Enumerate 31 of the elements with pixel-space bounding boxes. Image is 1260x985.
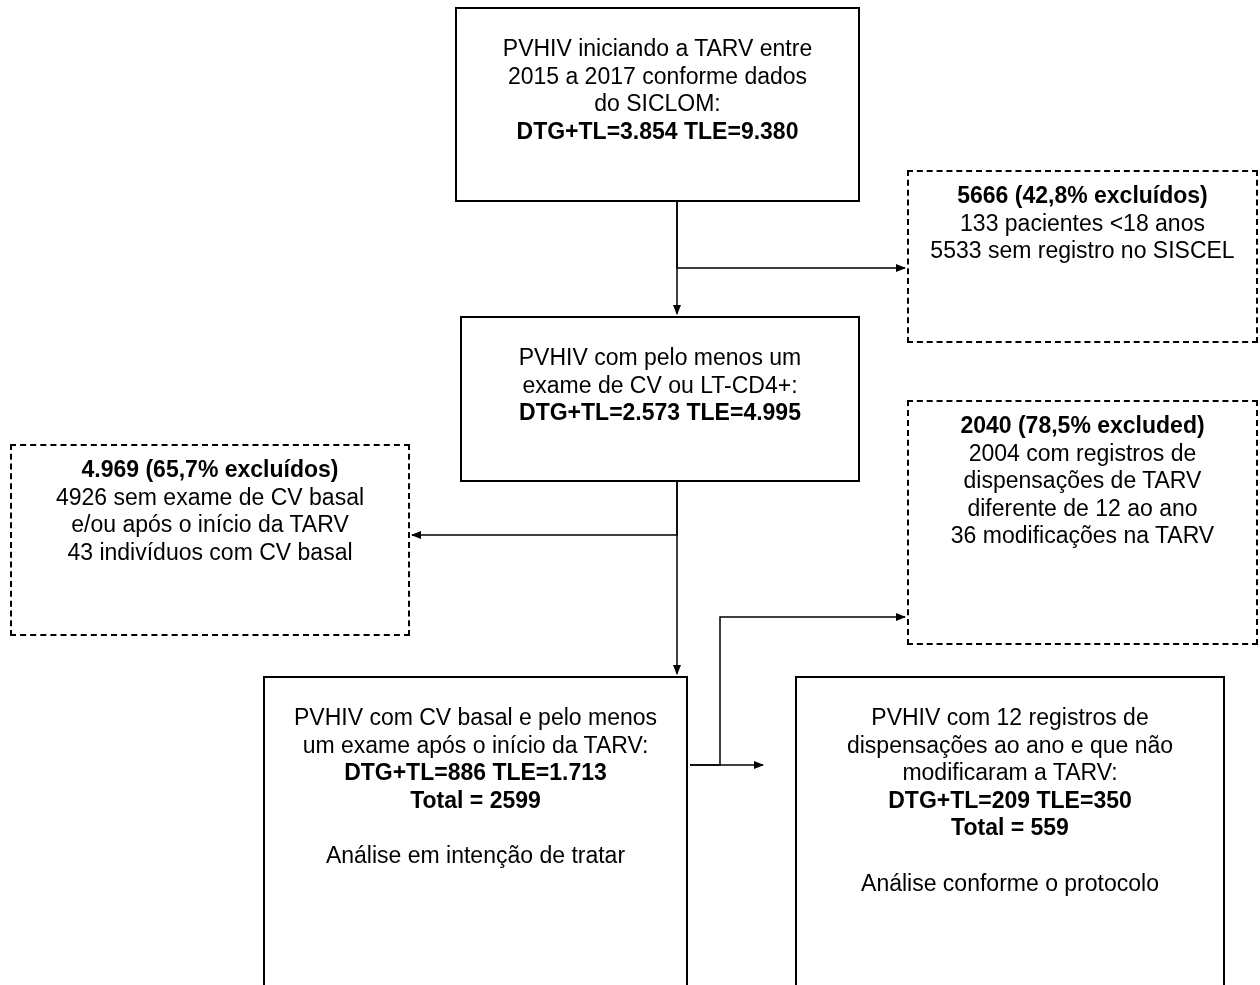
box-heading: Total = 2599 [410, 786, 541, 815]
exclusion-box [907, 170, 1258, 343]
box-heading: 4.969 (65,7% excluídos) [81, 456, 339, 484]
arrow [676, 201, 906, 272]
box-heading: DTG+TL=3.854 TLE=9.380 [516, 117, 799, 146]
box-text: 5533 sem registro no SISCEL [930, 237, 1235, 265]
arrow [411, 481, 678, 539]
arrow [689, 613, 906, 766]
process-box [460, 316, 860, 482]
process-box [795, 676, 1225, 985]
box-heading: Total = 559 [951, 814, 1069, 842]
box-text: 43 indivíduos com CV basal [67, 538, 353, 567]
box-text: PVHIV com 12 registros de dispensações ao ano e que não modificaram a TARV: [845, 704, 1175, 787]
box-text: PVHIV com CV basal e pelo menos um exame após o início da TARV: [293, 704, 658, 760]
box-heading: 5666 (42,8% excluídos) [957, 182, 1208, 210]
box-text: Análise conforme o protocolo [861, 869, 1159, 898]
box-text: 133 pacientes <18 anos [960, 209, 1205, 238]
box-text: 4926 sem exame de CV basal e/ou após o início da TARV [54, 483, 366, 539]
process-box [455, 7, 860, 202]
box-heading: DTG+TL=209 TLE=350 [888, 786, 1132, 815]
box-text: PVHIV iniciando a TARV entre 2015 a 2017 conforme dados do SICLOM: [501, 35, 814, 118]
box-heading: DTG+TL=886 TLE=1.713 [344, 759, 607, 787]
box-heading: DTG+TL=2.573 TLE=4.995 [519, 399, 801, 427]
process-box [263, 676, 688, 985]
box-text: PVHIV com pelo menos um exame de CV ou LT-CD4+: [517, 344, 803, 400]
box-text: 2004 com registros de dispensações de TARV diferente de 12 ao ano [962, 439, 1203, 523]
exclusion-box [907, 400, 1258, 645]
box-heading: 2040 (78,5% excluded) [960, 412, 1205, 440]
box-text: Análise em intenção de tratar [325, 842, 626, 870]
exclusion-box [10, 444, 410, 636]
box-text: 36 modificações na TARV [950, 522, 1215, 550]
